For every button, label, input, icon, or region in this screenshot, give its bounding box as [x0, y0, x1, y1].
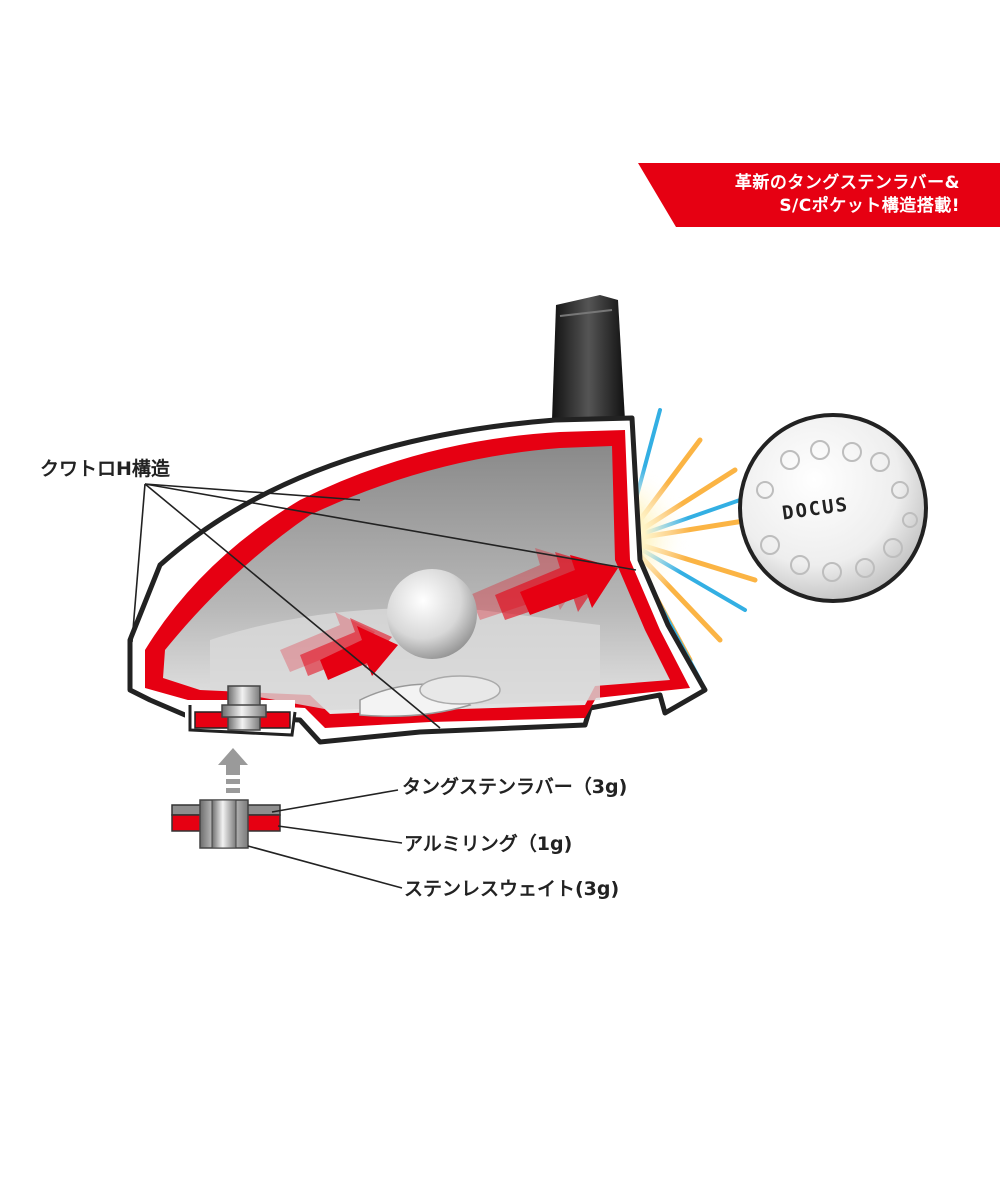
callout-stainless-weight: ステンレスウェイト(3g) — [404, 878, 620, 900]
installed-sole-weight — [194, 685, 291, 731]
hosel — [552, 295, 625, 420]
headline-banner: 革新のタングステンラバー& S/Cポケット構造搭載! — [638, 163, 1000, 227]
banner-background — [638, 163, 1000, 227]
insert-arrow — [218, 748, 248, 793]
banner-line-2: S/Cポケット構造搭載! — [779, 196, 960, 216]
golf-ball — [738, 413, 928, 603]
callout-frame-structure: クワトロH構造 — [40, 458, 170, 480]
energy-arrows — [280, 548, 618, 680]
banner-line-1: 革新のタングステンラバー& — [734, 173, 960, 193]
banner-text: 革新のタングステンラバー& S/Cポケット構造搭載! — [735, 172, 960, 218]
callout-lines — [131, 483, 637, 889]
callout-tungsten-rubber: タングステンラバー（3g) — [402, 776, 628, 798]
internal-ball — [387, 569, 477, 659]
callout-aluminum-ring: アルミリング（1g) — [404, 833, 573, 855]
exploded-weight-assembly — [171, 799, 281, 849]
